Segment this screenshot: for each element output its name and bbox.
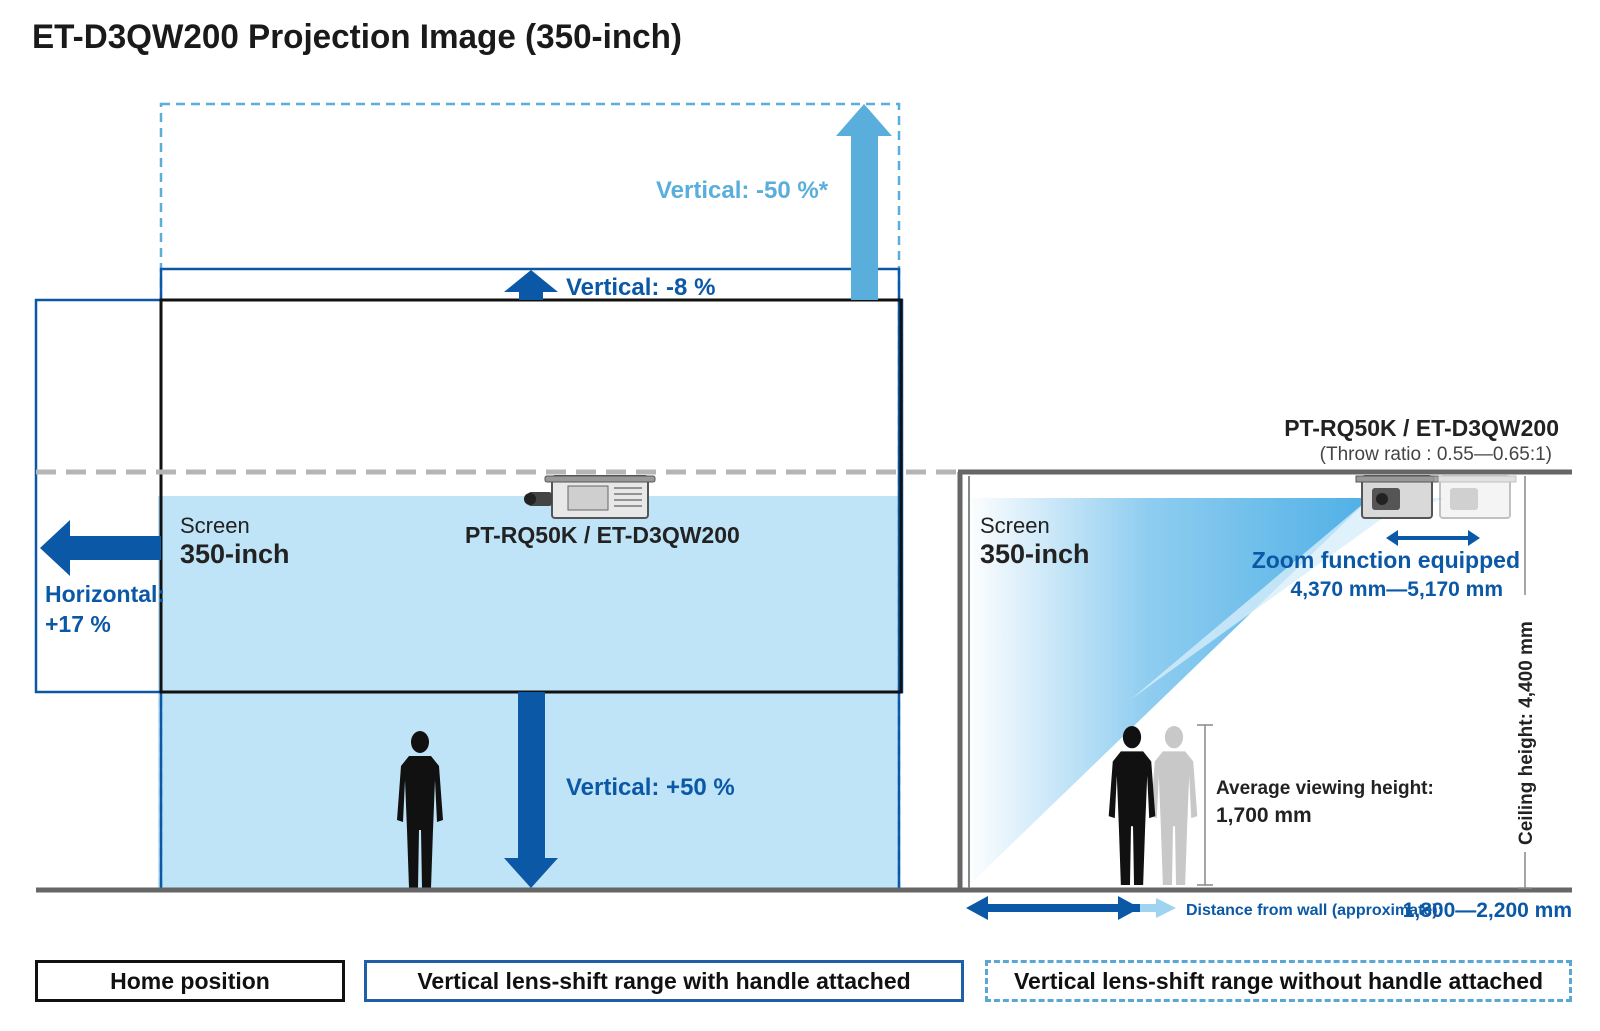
side-projector-model: PT-RQ50K / ET-D3QW200 [1284, 415, 1559, 441]
horizontal-label-line2: +17 % [45, 611, 111, 637]
screen-label: Screen [180, 513, 250, 538]
ceiling-height-label: Ceiling height: 4,400 mm [1516, 621, 1537, 845]
legend-without-handle-label: Vertical lens-shift range without handle… [1013, 967, 1544, 994]
projector-model-label: PT-RQ50K / ET-D3QW200 [465, 522, 740, 548]
arrow-left [40, 520, 161, 576]
person-silhouette-icon-ghost [1150, 726, 1198, 885]
shift-up-label: Vertical: -8 % [566, 274, 715, 301]
arrow-up-max [836, 104, 892, 300]
viewing-height-label: Average viewing height: [1216, 778, 1434, 799]
person-silhouette-icon [1108, 726, 1156, 885]
side-screen-size: 350-inch [980, 539, 1090, 569]
side-screen-label: Screen [980, 513, 1050, 538]
zoom-label: Zoom function equipped [1252, 547, 1520, 573]
throw-ratio: (Throw ratio : 0.55—0.65:1) [1320, 444, 1552, 465]
legend-home-position: Home position [35, 960, 345, 1002]
arrow-down [504, 692, 558, 888]
shift-down-label: Vertical: +50 % [566, 774, 735, 801]
zoom-range: 4,370 mm—5,170 mm [1291, 578, 1503, 601]
screen-size: 350-inch [180, 539, 290, 569]
front-view: Vertical: -50 %* Vertical: -8 % Vertical… [34, 102, 958, 892]
projector-icon [524, 475, 656, 519]
shift-up-max-label: Vertical: -50 %* [656, 177, 829, 204]
legend-without-handle: Vertical lens-shift range without handle… [985, 960, 1572, 1002]
legend-with-handle-label: Vertical lens-shift range with handle at… [417, 967, 911, 994]
distance-value: 1,800—2,200 mm [1403, 899, 1572, 922]
distance-arrow [966, 896, 1176, 920]
horizontal-label-line1: Horizontal: [45, 581, 165, 607]
legend-home-label: Home position [110, 967, 270, 994]
projector-icon-ghost [1433, 475, 1517, 519]
projector-icon [1355, 475, 1439, 519]
viewing-height-value: 1,700 mm [1216, 804, 1312, 827]
zoom-arrow [1386, 530, 1480, 546]
legend-with-handle: Vertical lens-shift range with handle at… [364, 960, 964, 1002]
side-view: PT-RQ50K / ET-D3QW200 (Throw ratio : 0.5… [957, 415, 1572, 922]
distance-label: Distance from wall (approximate): [1186, 902, 1443, 919]
arrow-up-small [504, 270, 558, 300]
page-title: ET-D3QW200 Projection Image (350-inch) [32, 18, 682, 56]
